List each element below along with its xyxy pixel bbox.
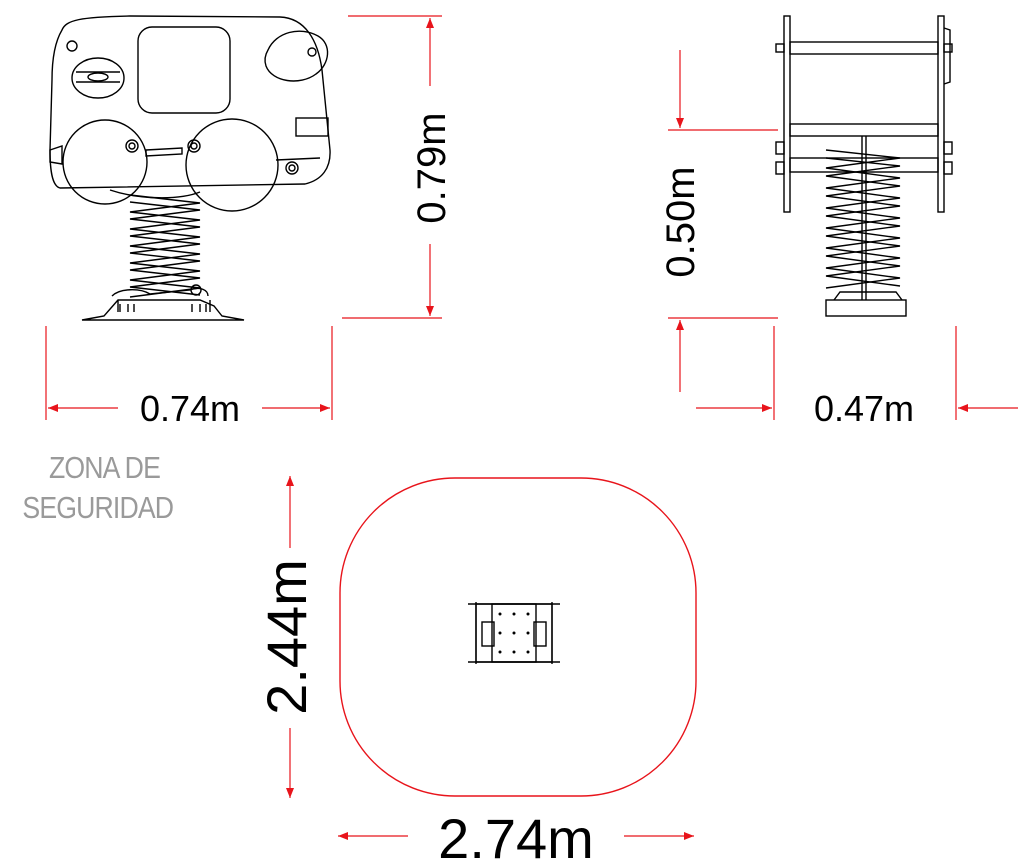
top-view-drawing — [468, 602, 560, 664]
front-height-label: 0.79m — [410, 112, 454, 223]
seat-height-label: 0.50m — [659, 166, 703, 277]
zone-length-label: 2.74m — [438, 807, 594, 861]
side-width-label: 0.47m — [814, 388, 914, 429]
safety-zone-label-line2: SEGURIDAD — [22, 490, 174, 525]
safety-zone-outline — [339, 477, 697, 797]
front-width-label: 0.74m — [140, 388, 240, 429]
dimension-lines — [45, 15, 1018, 840]
zone-width-label: 2.44m — [255, 559, 318, 715]
side-view-drawing — [775, 15, 953, 317]
front-view-drawing — [49, 15, 331, 321]
safety-zone-label-line1: ZONA DE — [48, 450, 161, 485]
safety-zone-label: ZONA DE SEGURIDAD — [22, 448, 174, 528]
